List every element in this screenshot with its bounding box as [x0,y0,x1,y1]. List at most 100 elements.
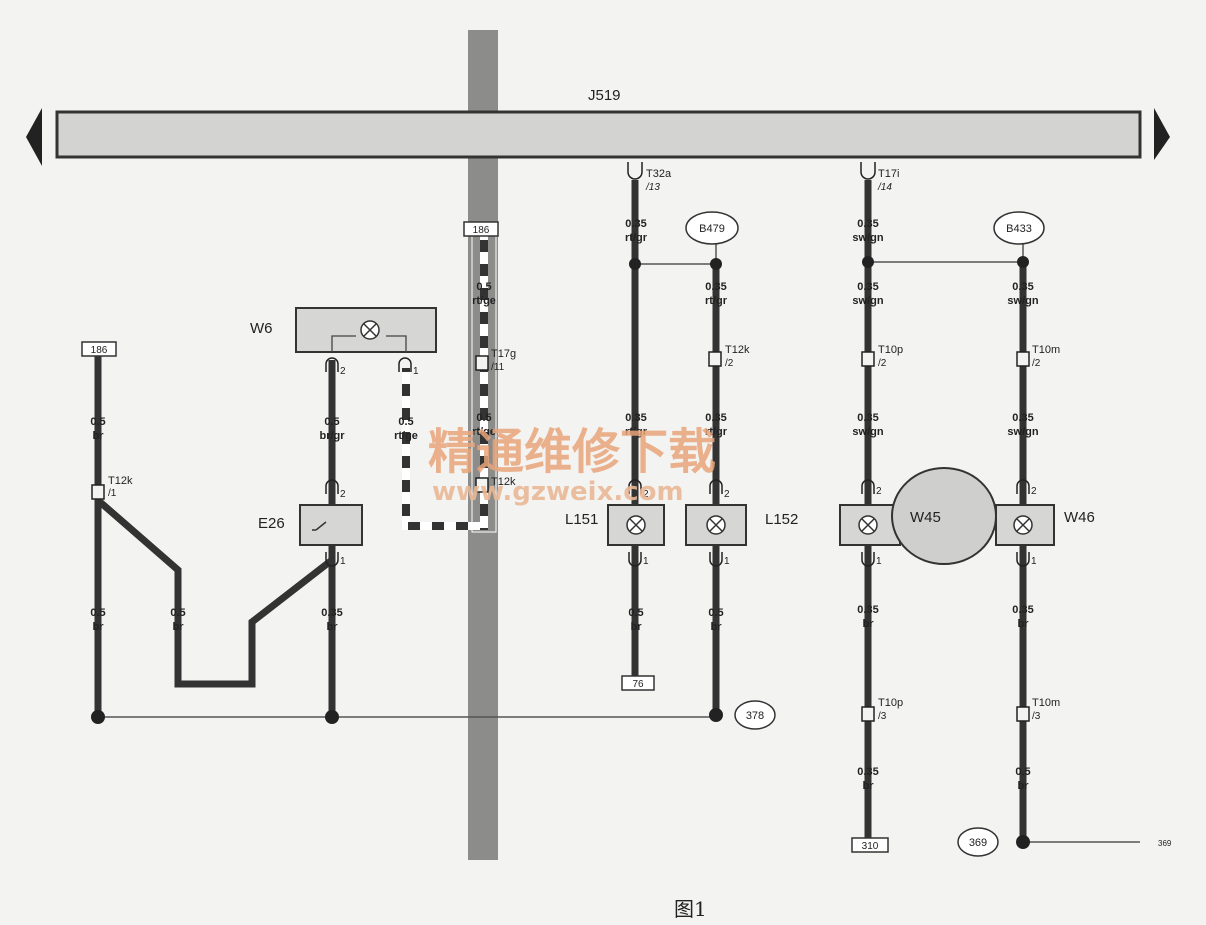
j519-label: J519 [588,87,621,104]
e26-switch: E26 [258,504,363,546]
wire-size: 0.5 [708,607,723,619]
conn-t10m-top: T10m [1032,344,1060,356]
ref-boxes [81,221,889,853]
wire-size: 0.5 [324,416,339,428]
w45-label: W45 [910,509,941,526]
wire-size: 0.35 [705,281,726,293]
wire-size: 0.35 [857,218,878,230]
wire-size: 0.5 [628,607,643,619]
conn-t17i: T17i [878,168,899,180]
watermark: 精通维修下载 www.gzweix.com [428,424,716,507]
conn-t10p-top: T10p [878,344,903,356]
conn-t10p-bot-pin: /3 [878,711,887,722]
wire-color: sw/gn [852,232,883,244]
conn-t12k-mid: T12k [491,476,516,488]
conn-t10m-bot: T10m [1032,697,1060,709]
ref-369: 369 [969,837,987,849]
wire-color: rt/gr [625,426,648,438]
pin-1: 1 [643,556,649,567]
wire-color: br [863,780,875,792]
w6-lamp: W6 [250,307,437,353]
wire-color: br [1018,780,1030,792]
conn-t32a-pin: /13 [645,182,660,193]
ref-b433: B433 [1006,223,1032,235]
ref-76: 76 [632,679,644,690]
watermark-url: www.gzweix.com [432,477,684,507]
wire-size: 0.35 [321,607,342,619]
wire-size: 0.5 [476,412,491,424]
wire-size: 0.35 [625,218,646,230]
conn-t17g: T17g [491,348,516,360]
wire-color: sw/gn [852,295,883,307]
ref-310: 310 [862,841,879,852]
conn-t32a: T32a [646,168,672,180]
wire-color: br [93,430,105,442]
wire-labels: 0.35 rt/gr 0.35 rt/gr 0.35 rt/gr 0.35 rt… [90,218,1039,792]
pin-2: 2 [340,366,346,377]
l151-lamp: L151 [565,504,665,546]
pin-2: 2 [876,486,882,497]
wire-color: rt/gr [705,426,728,438]
wire-size: 0.35 [857,604,878,616]
wire-color: rt/ge [394,430,418,442]
l152-label: L152 [765,511,798,528]
wire-color: br [173,621,185,633]
wire-color: rt/gr [625,232,648,244]
wire-size: 0.35 [857,281,878,293]
wire-color: rt/ge [472,295,496,307]
wire-color: rt/ge [472,426,496,438]
wire-size: 0.35 [1012,412,1033,424]
wire-size: 0.35 [857,412,878,424]
l152-lamp: L152 [685,504,798,546]
thin-lines [98,240,1140,843]
conn-t10m-top-pin: /2 [1032,358,1041,369]
wire-size: 0.35 [625,412,646,424]
pin-1: 1 [340,556,346,567]
ref-186-mid: 186 [473,225,490,236]
wire-color: br/gr [319,430,345,442]
ref-b479: B479 [699,223,725,235]
wire-color: br [327,621,339,633]
ref-186-left: 186 [91,345,108,356]
pin-2: 2 [1031,486,1037,497]
pin-2: 2 [340,489,346,500]
pin-1: 1 [724,556,730,567]
wire-color: rt/gr [705,295,728,307]
wire-color: sw/gn [852,426,883,438]
conn-t10m-bot-pin: /3 [1032,711,1041,722]
watermark-title: 精通维修下载 [428,424,716,480]
j519-bus: J519 [26,87,1170,166]
ref-circles [685,211,1045,857]
figure-caption: 图1 [674,897,707,921]
conn-t12k-left: T12k [108,475,133,487]
w6-label: W6 [250,320,273,337]
pin-numbers: 2 1 2 1 2 1 2 1 2 1 2 1 [340,366,1037,567]
w46-lamp: W46 [995,504,1095,546]
wire-size: 0.35 [705,412,726,424]
e26-label: E26 [258,515,285,532]
conn-t10p-bot: T10p [878,697,903,709]
wire-size: 0.35 [857,766,878,778]
conn-t12k-left-pin: /1 [108,488,117,499]
wire-color: br [631,621,643,633]
wire-color: br [863,618,875,630]
l151-label: L151 [565,511,598,528]
conn-t17g-pin: /11 [491,362,505,373]
ref-378: 378 [746,710,764,722]
wire-size: 0.35 [1012,281,1033,293]
wire-size: 0.5 [398,416,413,428]
wire-color: br [711,621,723,633]
pin-2: 2 [724,489,730,500]
pin-1: 1 [1031,556,1037,567]
wire-size: 0.5 [90,416,105,428]
wire-size: 0.5 [90,607,105,619]
w46-label: W46 [1064,509,1095,526]
wire-size: 0.5 [170,607,185,619]
connector-glyphs [91,162,1030,722]
pin-1: 1 [413,366,419,377]
ref-369-small: 369 [1158,839,1172,848]
connector-labels: T32a /13 T17i /14 T17g /11 T12k /1 T12k … [108,168,1060,722]
pin-2: 2 [643,489,649,500]
conn-t12k-l152-pin: /2 [725,358,734,369]
